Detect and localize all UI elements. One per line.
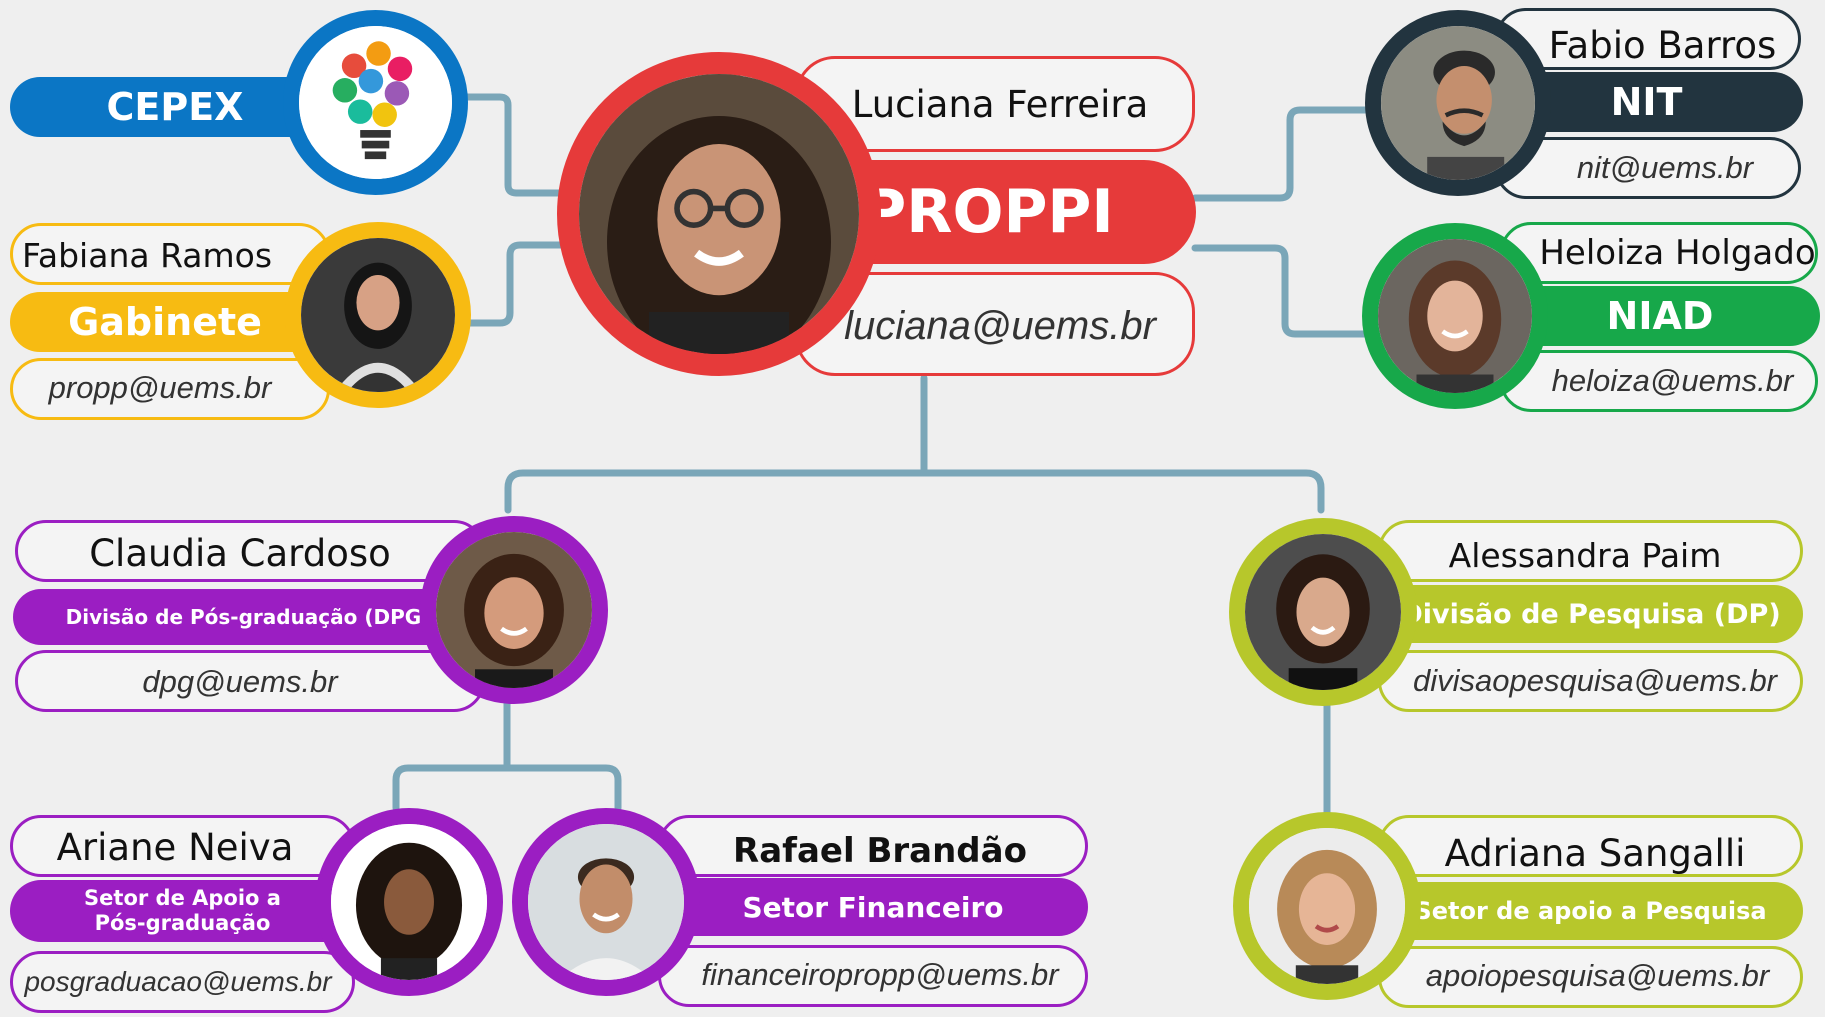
- connector-nit: [1191, 106, 1374, 202]
- email-text: posgraduacao@uems.br: [24, 966, 332, 997]
- avatar: [1365, 10, 1551, 196]
- connector-niad: [1191, 244, 1374, 338]
- person-name: Rafael Brandão: [733, 831, 1027, 871]
- email-text: divisaopesquisa@uems.br: [1412, 663, 1778, 698]
- woman-photo: [301, 238, 455, 392]
- email-text: financeiropropp@uems.br: [701, 957, 1059, 992]
- unit-pill: Gabinete: [10, 292, 320, 352]
- person-name: Heloiza Holgado: [1539, 233, 1816, 273]
- name-pill: [1378, 520, 1803, 582]
- avatar: [285, 222, 471, 408]
- email-pill: [1378, 946, 1803, 1008]
- unit-pill: Setor Financeiro: [658, 878, 1088, 936]
- unit-pill: Setor de apoio a Pesquisa: [1378, 882, 1803, 940]
- lightbulb-icon: [299, 26, 452, 179]
- name-pill: [1500, 222, 1818, 284]
- person-name: Fabiana Ramos: [21, 235, 273, 275]
- unit-pill: Setor de Apoio a Pós-graduação: [10, 880, 355, 942]
- email-text: dpg@uems.br: [142, 664, 338, 699]
- email-pill: [1378, 650, 1803, 712]
- person-name: Fabio Barros: [1548, 23, 1777, 67]
- connector-gabinete: [461, 241, 574, 327]
- woman-glasses-photo: [579, 74, 859, 354]
- email-pill: [795, 272, 1195, 376]
- name-pill: [795, 56, 1195, 152]
- connector-branch: [504, 469, 1325, 514]
- email-text: heloiza@uems.br: [1551, 363, 1794, 398]
- avatar: [1233, 812, 1421, 1000]
- avatar: [315, 808, 503, 996]
- person-name: Adriana Sangalli: [1444, 831, 1746, 875]
- person-name: Claudia Cardoso: [89, 531, 391, 575]
- person-name: Luciana Ferreira: [851, 82, 1149, 126]
- email-pill: [15, 650, 485, 712]
- unit-pill: Divisão de Pós-graduação (DPG): [13, 589, 483, 645]
- woman-curly-hair-photo: [331, 824, 487, 980]
- avatar: [1362, 223, 1548, 409]
- email-text: apoiopesquisa@uems.br: [1425, 958, 1770, 993]
- woman-photo: [1378, 239, 1532, 393]
- connector-dpg-branch: [392, 764, 622, 812]
- unit-line-1: Setor de Apoio a: [84, 885, 281, 910]
- avatar: [1229, 518, 1417, 706]
- email-pill: [10, 951, 355, 1013]
- name-pill: [15, 520, 485, 582]
- name-pill: [1378, 815, 1803, 877]
- woman-photo: [1245, 534, 1401, 690]
- woman-blonde-photo: [1249, 828, 1405, 984]
- name-pill: [1495, 8, 1801, 70]
- man-mustache-photo: [1381, 26, 1535, 180]
- email-pill: [1495, 137, 1801, 199]
- name-pill: [10, 223, 330, 285]
- avatar: [512, 808, 700, 996]
- connector-cepex: [456, 93, 574, 197]
- unit-line-2: Pós-graduação: [94, 911, 271, 935]
- email-text: nit@uems.br: [1576, 150, 1754, 185]
- unit-pill: Divisão de Pesquisa (DP): [1378, 585, 1803, 643]
- man-photo: [528, 824, 684, 980]
- avatar: [283, 10, 468, 195]
- unit-pill: NIAD: [1500, 286, 1820, 346]
- name-pill: [658, 815, 1088, 877]
- email-text: luciana@uems.br: [844, 303, 1156, 348]
- person-name: Alessandra Paim: [1448, 535, 1722, 575]
- email-text: propp@uems.br: [48, 370, 272, 405]
- email-pill: [1500, 350, 1818, 412]
- avatar: [420, 516, 608, 704]
- woman-photo: [436, 532, 592, 688]
- person-name: Ariane Neiva: [56, 825, 294, 869]
- avatar: [557, 52, 881, 376]
- name-pill: [10, 815, 355, 877]
